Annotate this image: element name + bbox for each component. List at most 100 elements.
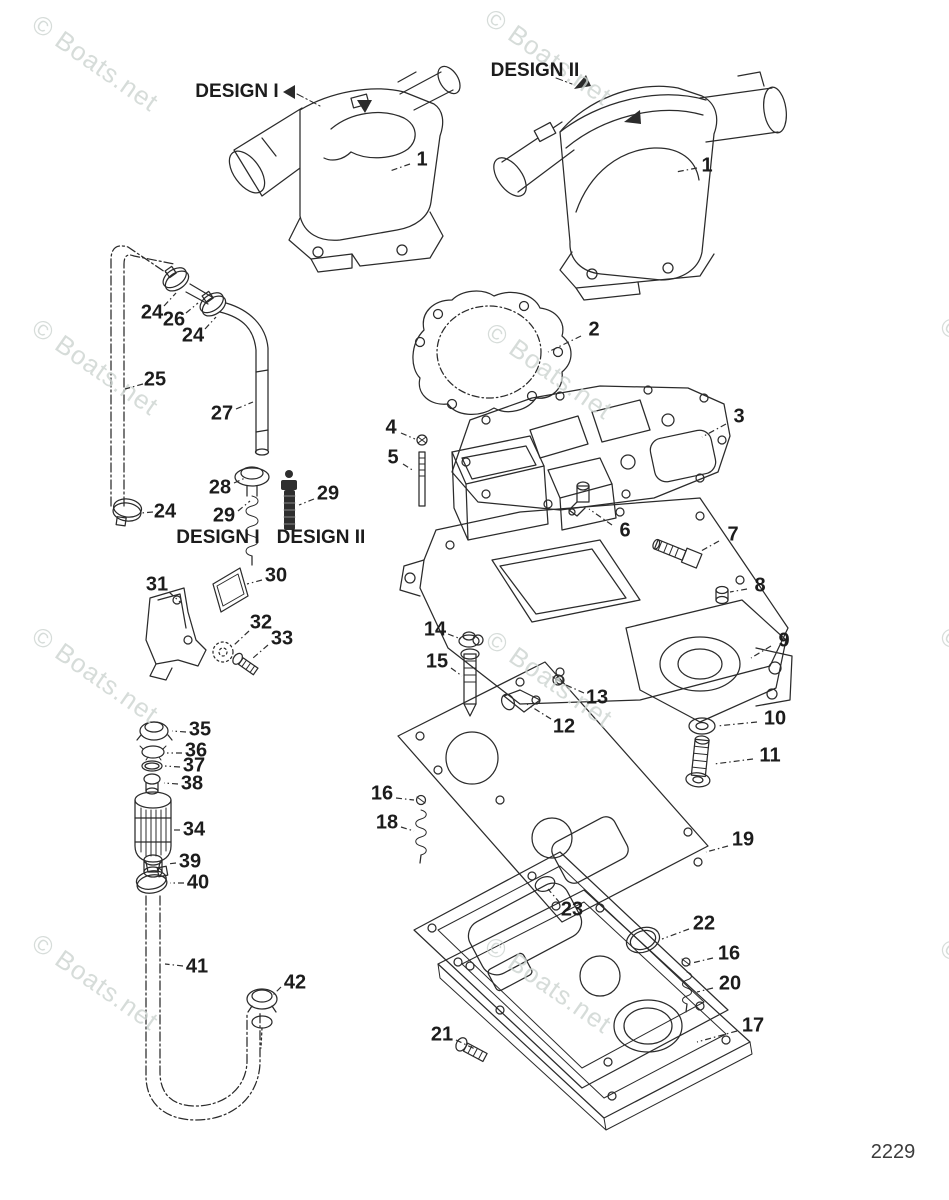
part-35-cap [136, 721, 173, 741]
callout-35: 35 [189, 718, 211, 740]
callout-3: 3 [733, 405, 744, 427]
part-12-fitting [500, 689, 541, 713]
callout-leader-16 [395, 797, 415, 801]
callout-17: 17 [742, 1014, 764, 1036]
callout-leader-24 [140, 511, 154, 514]
callout-10: 10 [764, 707, 786, 729]
callout-2: 2 [588, 318, 599, 340]
callout-16: 16 [371, 782, 393, 804]
callout-20: 20 [719, 972, 741, 994]
part-38-fitting [143, 773, 161, 795]
callout-27: 27 [211, 402, 233, 424]
callout-leader-19 [705, 845, 729, 853]
callout-16: 16 [718, 942, 740, 964]
label-design2-top: DESIGN II [491, 60, 580, 81]
part-23-plate [413, 851, 729, 1089]
callout-leader-42 [271, 986, 282, 997]
design1-arrow-icon [283, 85, 321, 107]
callout-15: 15 [426, 650, 448, 672]
callout-leader-4 [400, 432, 416, 440]
callout-37: 37 [183, 754, 205, 776]
label-design1-bottom: DESIGN I [176, 527, 259, 548]
part-31-bracket [145, 587, 207, 681]
callout-42: 42 [284, 971, 306, 993]
callout-22: 22 [693, 912, 715, 934]
callout-leader-21 [455, 1039, 476, 1050]
callout-7: 7 [727, 523, 738, 545]
part-11-bolt [685, 735, 711, 788]
callout-leader-14 [447, 633, 462, 640]
callout-leader-5 [402, 463, 415, 472]
part-16-screw [681, 957, 691, 967]
part-10-washer [688, 717, 716, 735]
part-24-clamp [199, 290, 227, 317]
part-8-cap [715, 585, 729, 605]
callout-leader-13 [565, 684, 585, 694]
part-40-clamp [135, 865, 169, 894]
part-manifold-body [399, 435, 793, 723]
watermark-text: © Boats.net [27, 620, 165, 729]
part-42-fitting [246, 988, 278, 1049]
callout-25: 25 [144, 368, 166, 390]
callout-29: 29 [317, 482, 339, 504]
watermark-text: © Boats.net [935, 310, 949, 419]
callout-leader-31 [168, 591, 181, 603]
callout-leader-18 [400, 826, 415, 832]
callout-14: 14 [424, 618, 447, 640]
callout-leader-23 [547, 888, 561, 904]
callout-leader-3 [701, 423, 727, 438]
callout-leader-30 [246, 579, 263, 585]
part-24-clamp [162, 265, 190, 292]
label-design1-top: DESIGN I [195, 81, 278, 102]
part-1-design2-assembly [493, 71, 787, 301]
callout-leader-12 [526, 703, 552, 720]
part-37-oring [141, 760, 163, 772]
callout-leader-16 [691, 957, 714, 964]
callout-leader-9 [750, 645, 772, 659]
part-4-nut [416, 434, 428, 446]
callout-leader-33 [252, 644, 269, 659]
part-25-hose [110, 245, 175, 507]
callout-28: 28 [209, 476, 231, 498]
callout-33: 33 [271, 627, 293, 649]
callout-4: 4 [385, 416, 397, 438]
part-24-clamp [112, 498, 143, 527]
part-1-design1-assembly [228, 65, 461, 273]
watermark-text: © Boats.net [935, 932, 949, 1041]
callout-leader-8 [729, 588, 748, 593]
callout-12: 12 [553, 715, 575, 737]
callout-9: 9 [778, 629, 789, 651]
flow-arrow-icon [357, 100, 372, 113]
callout-39: 39 [179, 850, 201, 872]
part-22-oring [625, 926, 661, 954]
callout-21: 21 [431, 1023, 453, 1045]
watermark-text: © Boats.net [480, 930, 618, 1039]
callout-30: 30 [265, 564, 287, 586]
part-29-spring-design1 [245, 495, 259, 566]
page-number: 2229 [871, 1141, 916, 1163]
watermark-text: © Boats.net [27, 8, 165, 117]
label-design2-bottom: DESIGN II [277, 527, 366, 548]
part-17-plate [437, 889, 753, 1131]
watermark-text: © Boats.net [480, 2, 618, 111]
callout-leader-37 [164, 765, 181, 768]
watermark-text: © Boats.net [27, 927, 165, 1036]
callout-32: 32 [250, 611, 272, 633]
callout-leader-15 [450, 667, 463, 677]
callout-24: 24 [154, 500, 177, 522]
part-5-stud [418, 451, 426, 507]
callout-19: 19 [732, 828, 754, 850]
callout-leader-11 [713, 758, 754, 765]
part-14-washer-nut [458, 631, 480, 648]
part-29-stud-design2 [281, 470, 297, 530]
callout-23: 23 [561, 898, 583, 920]
part-6-fitting [568, 481, 590, 517]
part-7-plug [652, 538, 703, 569]
callout-leader-20 [696, 987, 714, 993]
part-27-hose [219, 302, 270, 456]
callout-31: 31 [146, 573, 168, 595]
callout-leader-32 [232, 630, 250, 647]
callout-11: 11 [759, 744, 780, 766]
part-18-spring [415, 809, 427, 864]
callout-1: 1 [701, 154, 712, 176]
